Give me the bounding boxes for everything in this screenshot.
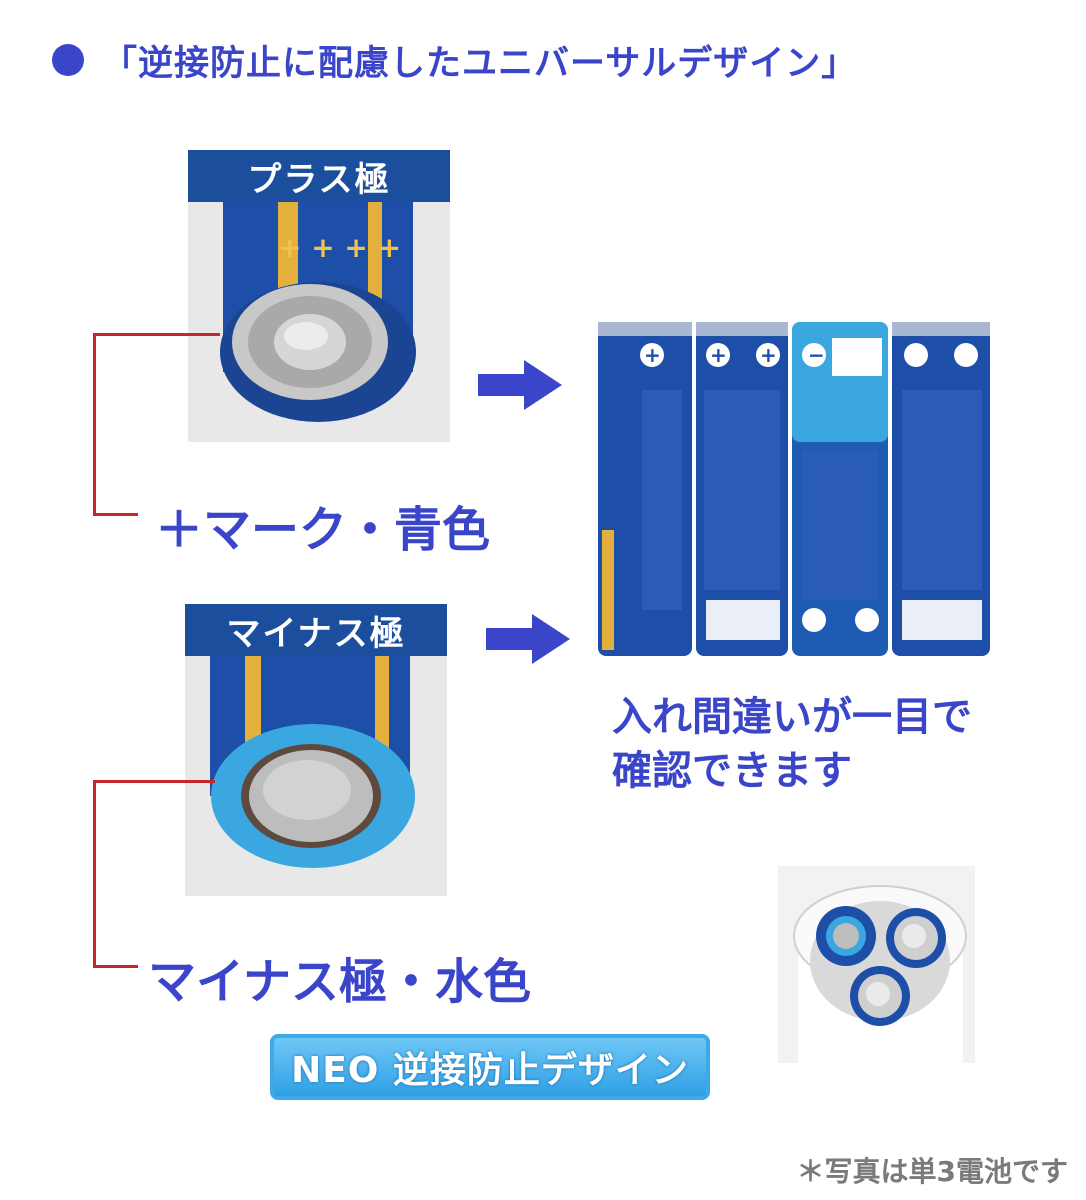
- minus-terminal-photo: [185, 656, 447, 896]
- plus-label: プラス極: [188, 150, 450, 202]
- plus-terminal-photo: + + + +: [188, 202, 450, 442]
- batteries-row-illustration: + + + −: [592, 300, 998, 660]
- svg-text:+: +: [644, 343, 661, 367]
- minus-caption: マイナス極・水色: [148, 954, 532, 1010]
- result-caption-line1: 入れ間違いが一目で: [612, 694, 972, 740]
- svg-text:+ + + +: + + + +: [278, 231, 401, 264]
- minus-label-text: マイナス極: [226, 613, 406, 654]
- neo-design-badge-text: NEO 逆接防止デザイン: [291, 1050, 689, 1091]
- plus-label-text: プラス極: [247, 159, 391, 200]
- svg-text:+: +: [710, 343, 727, 367]
- headline-text: 「逆接防止に配慮したユニバーサルデザイン」: [102, 43, 858, 84]
- minus-terminal-illustration: [185, 656, 447, 896]
- arrow-right-icon: [486, 614, 570, 664]
- battery-case-illustration: [778, 866, 975, 1063]
- result-caption-line2: 確認できます: [612, 748, 852, 794]
- plus-connector-top: [93, 333, 220, 336]
- battery-case-photo: [778, 866, 975, 1063]
- batteries-row-photo: + + + −: [592, 300, 998, 660]
- headline: 「逆接防止に配慮したユニバーサルデザイン」: [52, 30, 857, 90]
- footnote: ＊写真は単3電池です: [796, 1155, 1068, 1188]
- minus-connector-top: [93, 780, 215, 783]
- neo-design-badge: NEO 逆接防止デザイン: [270, 1034, 710, 1100]
- svg-text:+: +: [760, 343, 777, 367]
- plus-connector-vertical: [93, 333, 96, 516]
- svg-text:−: −: [808, 343, 825, 367]
- minus-connector-vertical: [93, 780, 96, 968]
- bullet-dot-icon: [52, 44, 84, 76]
- minus-connector-bottom: [93, 965, 138, 968]
- plus-terminal-illustration: + + + +: [188, 202, 450, 442]
- plus-caption: ＋マーク・青色: [155, 502, 491, 558]
- plus-connector-bottom: [93, 513, 138, 516]
- arrow-right-icon: [478, 360, 562, 410]
- minus-label: マイナス極: [185, 604, 447, 656]
